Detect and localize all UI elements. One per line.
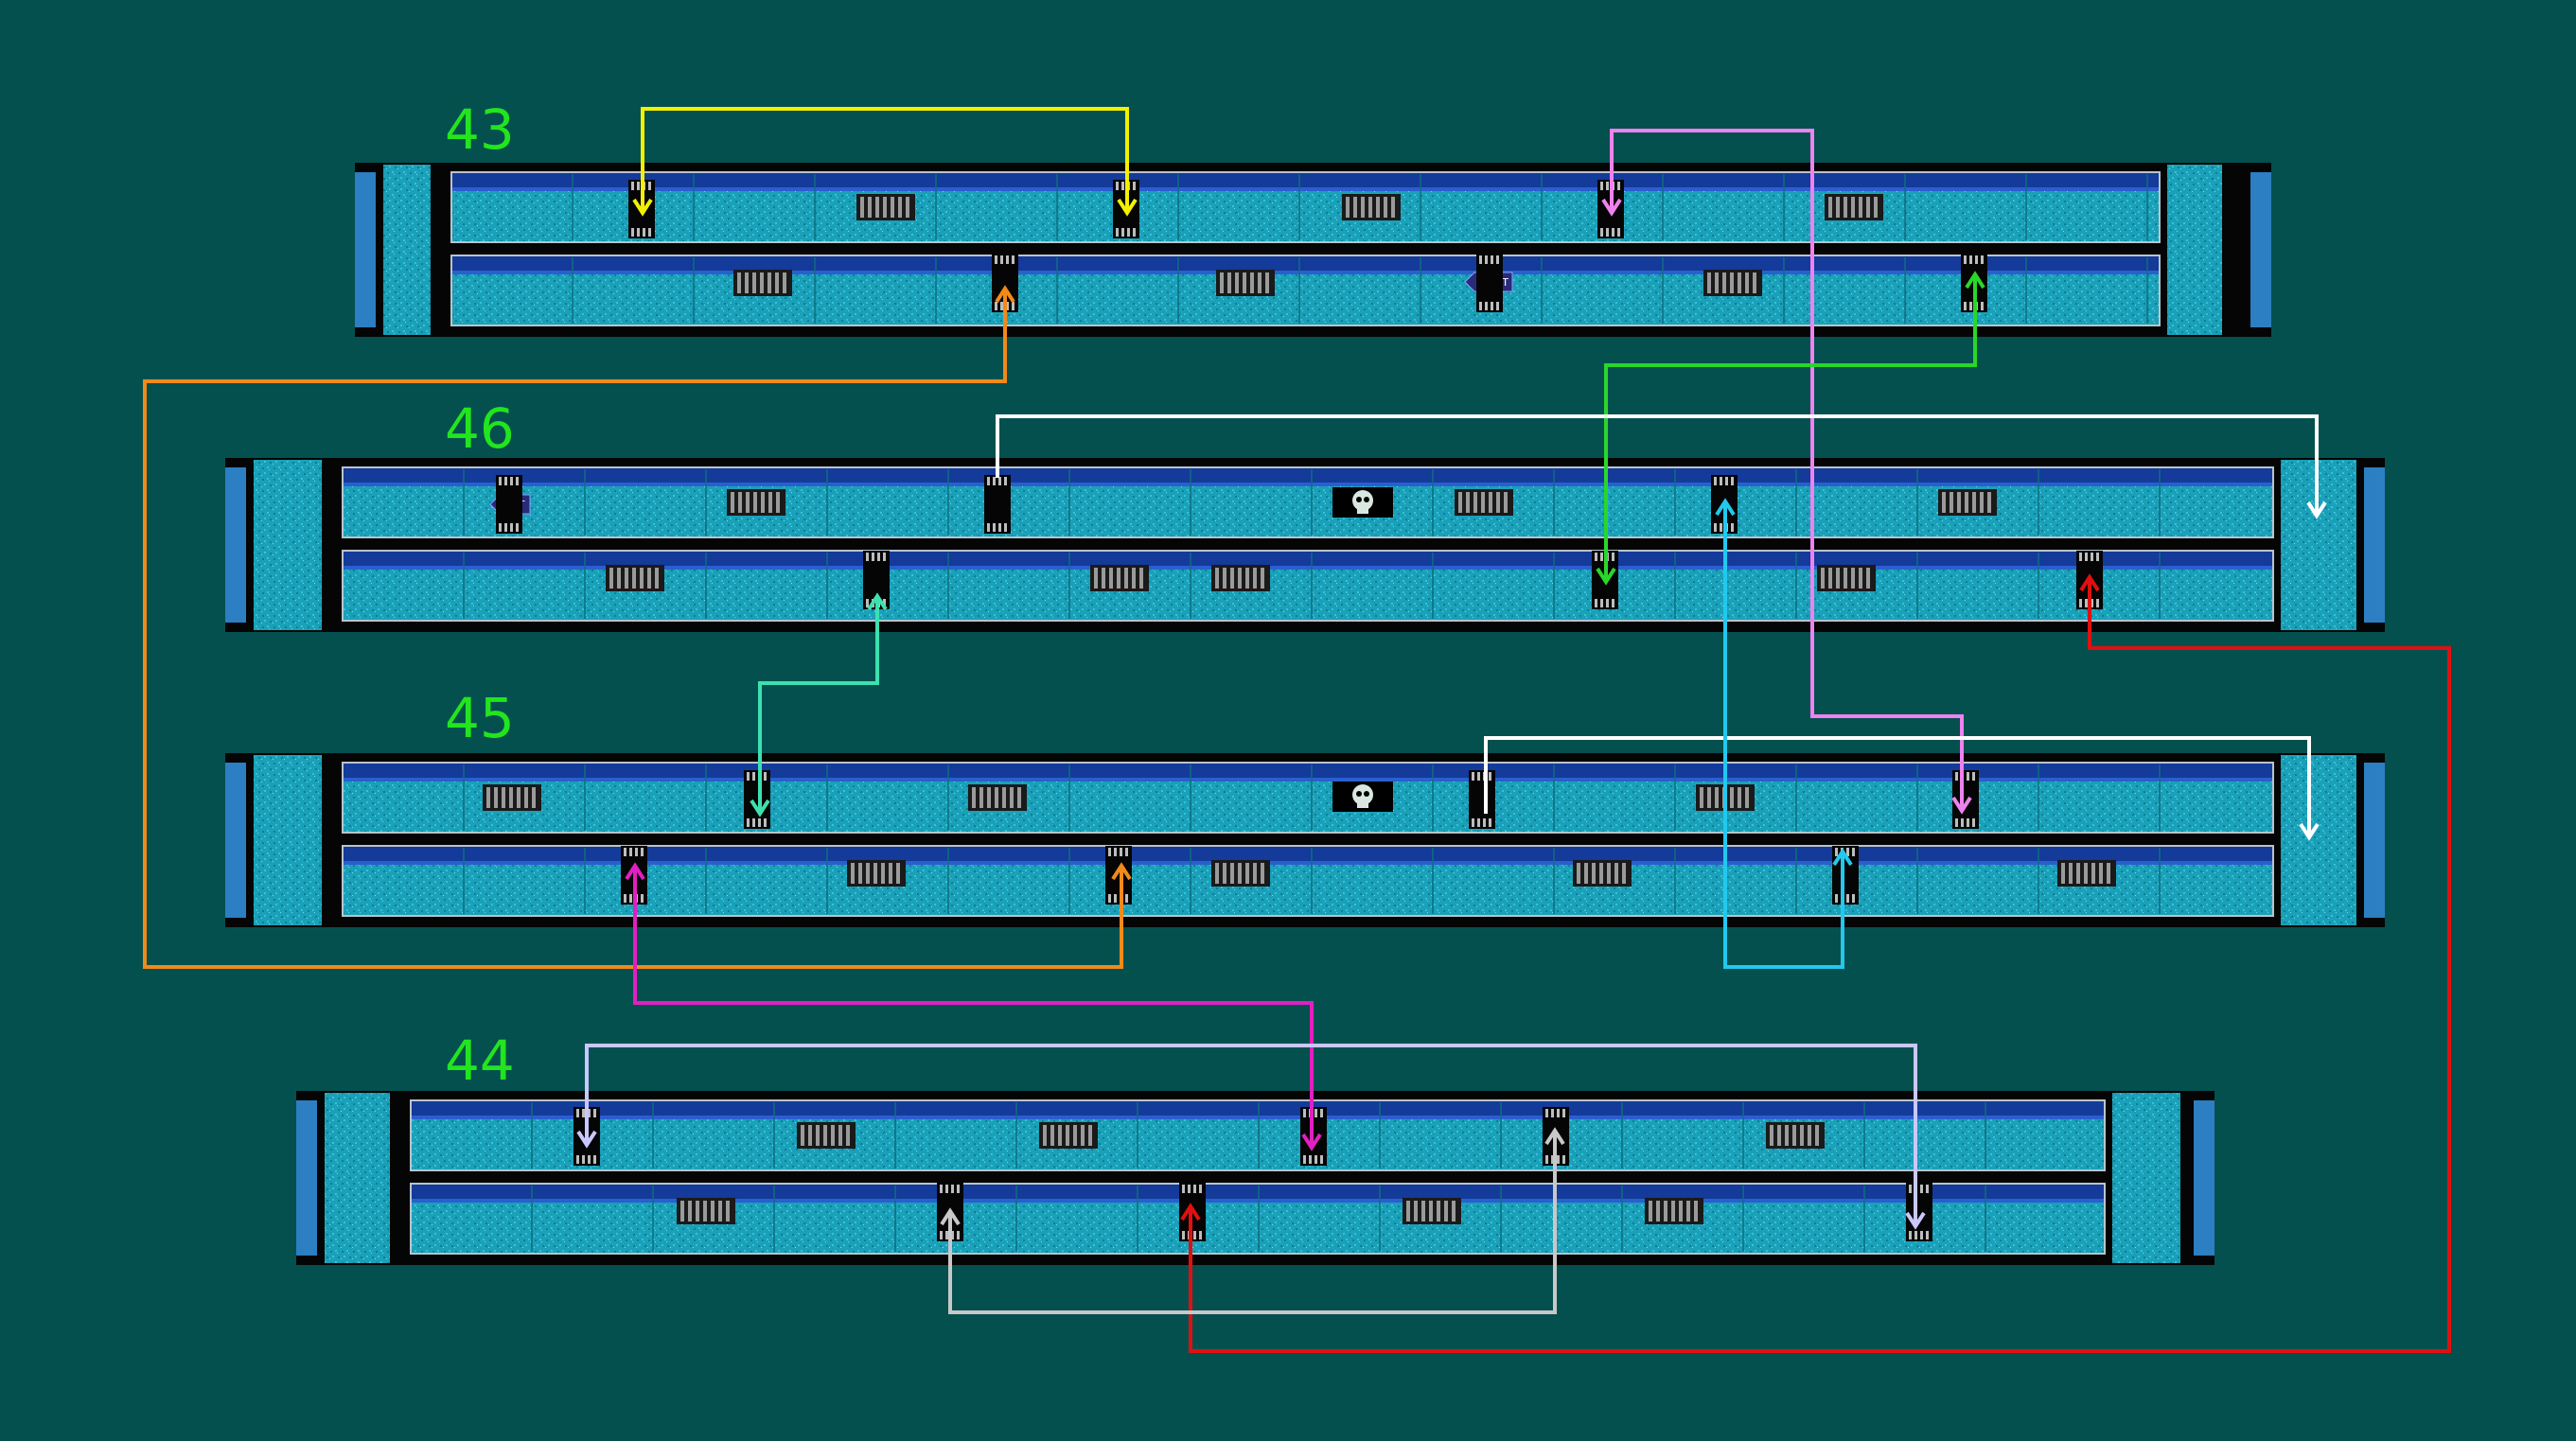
- link-cyan: [1723, 501, 1844, 969]
- link-orange: [143, 289, 1123, 969]
- link-cyan-arrow: [1715, 498, 1736, 517]
- left-pillar: [325, 1093, 390, 1263]
- floor-label-45: 45: [445, 686, 515, 750]
- link-red: [1189, 577, 2451, 1353]
- floor-label-46: 46: [445, 396, 515, 461]
- link-green-arrow: [1965, 271, 1985, 290]
- door: [1476, 254, 1503, 312]
- door: [1469, 770, 1495, 829]
- link-lavender: [585, 1044, 1917, 1226]
- door: [984, 475, 1011, 534]
- link-teal-arrow: [750, 799, 770, 817]
- right-pillar: [2167, 165, 2222, 335]
- left-pillar: [254, 460, 322, 630]
- link-pink-arrow: [1951, 796, 1972, 815]
- floor-strip-46: [225, 458, 2385, 632]
- link-magenta-arrow: [625, 862, 645, 881]
- right-pillar: [2281, 755, 2356, 925]
- skull-icon: [1332, 782, 1393, 812]
- link-lavender-arrow: [576, 1130, 597, 1149]
- link-red-arrow: [1180, 1203, 1201, 1221]
- link-white-45-arrow: [2299, 822, 2320, 841]
- link-pink-arrow: [1601, 198, 1622, 217]
- floor-strip-45: [225, 753, 2385, 927]
- link-white-45: [1484, 736, 2311, 837]
- link-gray-arrow: [1544, 1127, 1565, 1146]
- left-pillar: [383, 165, 431, 335]
- door: [744, 770, 770, 829]
- link-teal: [758, 596, 879, 814]
- link-pink: [1610, 129, 1964, 811]
- link-cyan-arrow: [1832, 848, 1853, 867]
- door: [1952, 770, 1979, 829]
- link-orange-arrow: [1111, 862, 1132, 881]
- door: [1832, 846, 1859, 905]
- link-white-46-arrow: [2306, 501, 2327, 519]
- left-pillar: [254, 755, 322, 925]
- link-yellow: [641, 107, 1129, 213]
- link-yellow-arrow: [1117, 198, 1138, 217]
- link-green: [1604, 274, 1977, 582]
- link-yellow-arrow: [632, 198, 653, 217]
- link-teal-arrow: [867, 592, 888, 611]
- skull-icon: [1332, 487, 1393, 518]
- link-red-arrow: [2079, 573, 2100, 592]
- link-orange-arrow: [995, 285, 1015, 304]
- floor-strip-43: [355, 163, 2271, 337]
- link-lavender-arrow: [1905, 1211, 1926, 1230]
- floor-label-44: 44: [445, 1028, 515, 1093]
- link-gray-arrow: [940, 1207, 961, 1226]
- link-magenta: [633, 866, 1314, 1148]
- link-magenta-arrow: [1301, 1133, 1322, 1151]
- link-gray: [948, 1131, 1557, 1314]
- door: [496, 475, 522, 534]
- link-green-arrow: [1596, 567, 1616, 586]
- right-pillar: [2112, 1093, 2180, 1263]
- door: [1906, 1183, 1932, 1241]
- link-white-46: [996, 414, 2319, 516]
- floor-label-43: 43: [445, 97, 515, 162]
